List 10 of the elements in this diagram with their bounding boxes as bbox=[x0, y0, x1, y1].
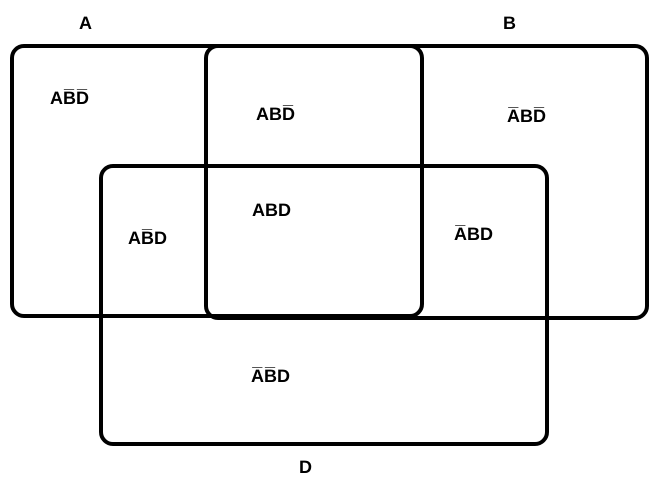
set-label: A bbox=[79, 12, 92, 35]
region-label: A̅B̅D bbox=[251, 365, 290, 388]
region-label: AB̅D bbox=[128, 227, 167, 250]
region-label: ABD bbox=[252, 199, 291, 222]
set-label: B bbox=[503, 12, 516, 35]
set-label: D bbox=[299, 456, 312, 479]
region-label: AB̅D̅ bbox=[50, 87, 89, 110]
region-label: A̅BD bbox=[454, 223, 493, 246]
region-label: A̅BD̅ bbox=[507, 105, 546, 128]
region-label: ABD̅ bbox=[256, 103, 295, 126]
